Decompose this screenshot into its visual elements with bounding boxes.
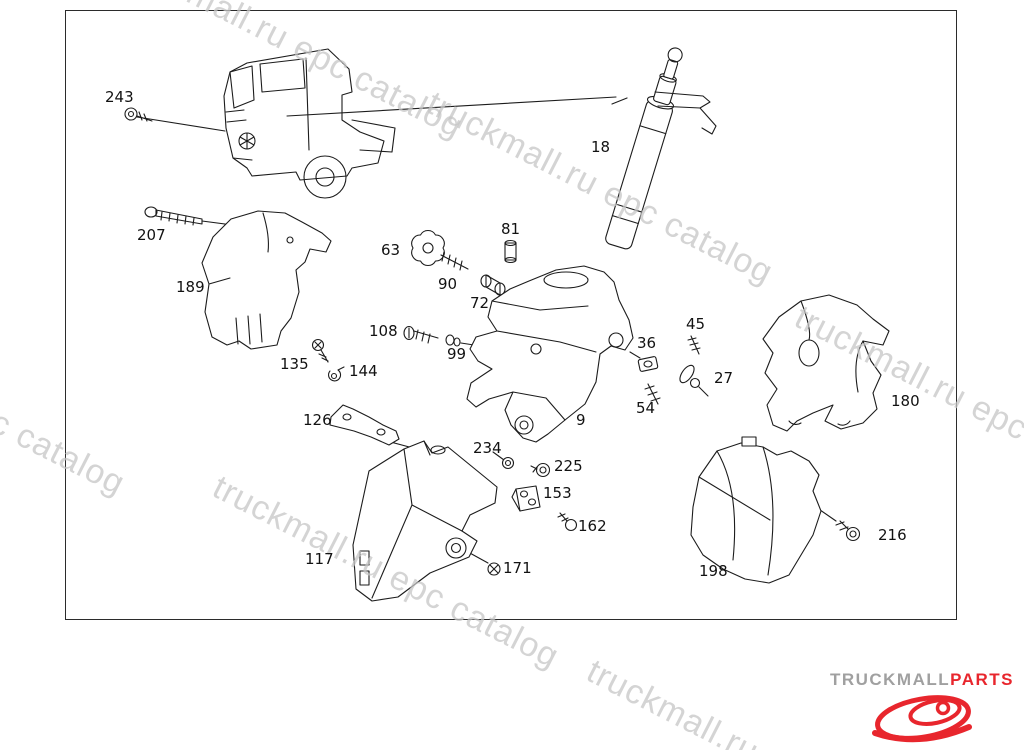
leader-cab-to-lock <box>286 96 617 117</box>
part-label-54[interactable]: 54 <box>636 399 656 417</box>
screw-108 <box>403 325 439 344</box>
part-label-63[interactable]: 63 <box>381 241 401 259</box>
bolt-207 <box>144 206 203 226</box>
wing-bolt-27 <box>679 364 709 397</box>
clip-144 <box>328 366 345 382</box>
stud-45 <box>687 335 701 355</box>
sleeve-81 <box>504 239 517 264</box>
bolt-216 <box>835 520 861 542</box>
part-label-234[interactable]: 234 <box>473 439 502 457</box>
diagram-frame <box>65 10 957 620</box>
leader-36 <box>629 351 641 359</box>
part-label-9[interactable]: 9 <box>576 411 586 429</box>
part-label-126[interactable]: 126 <box>303 411 332 429</box>
clamp-153 <box>511 485 541 512</box>
ring-234 <box>501 456 515 470</box>
part-label-162[interactable]: 162 <box>578 517 607 535</box>
bracket-117 <box>352 440 498 602</box>
part-label-45[interactable]: 45 <box>686 315 706 333</box>
logo-suffix: PARTS <box>950 670 1014 689</box>
brand-logo: TRUCKMALLPARTS <box>830 671 1014 748</box>
part-label-189[interactable]: 189 <box>176 278 205 296</box>
screw-171 <box>487 562 501 576</box>
part-label-153[interactable]: 153 <box>543 484 572 502</box>
part-label-144[interactable]: 144 <box>349 362 378 380</box>
truck-sketch <box>223 48 396 199</box>
part-label-216[interactable]: 216 <box>878 526 907 544</box>
part-label-36[interactable]: 36 <box>637 334 657 352</box>
bracket-189 <box>201 210 332 350</box>
steering-lock-18 <box>605 47 717 250</box>
part-label-108[interactable]: 108 <box>369 322 398 340</box>
screw-162 <box>557 512 578 532</box>
clamp-36 <box>637 356 659 372</box>
cover-198 <box>690 436 822 584</box>
part-label-72[interactable]: 72 <box>470 294 490 312</box>
stud-54 <box>644 383 661 405</box>
leader-243 <box>136 116 226 132</box>
leader-171 <box>467 551 489 564</box>
cover-180 <box>762 294 890 432</box>
logo-text: TRUCKMALLPARTS <box>830 671 1014 688</box>
part-label-81[interactable]: 81 <box>501 220 521 238</box>
bolt-243 <box>124 107 153 122</box>
screw-135 <box>311 338 329 363</box>
part-label-27[interactable]: 27 <box>714 369 734 387</box>
part-label-207[interactable]: 207 <box>137 226 166 244</box>
strip-126 <box>329 404 400 446</box>
part-label-99[interactable]: 99 <box>447 345 467 363</box>
housing-9 <box>466 265 634 443</box>
part-label-180[interactable]: 180 <box>891 392 920 410</box>
logo-swirl-icon <box>871 695 972 743</box>
part-label-225[interactable]: 225 <box>554 457 583 475</box>
bolt-225 <box>530 462 551 478</box>
sleeve-72 <box>480 274 506 296</box>
nut-99 <box>445 334 461 347</box>
part-label-243[interactable]: 243 <box>105 88 134 106</box>
leader-234 <box>492 451 505 461</box>
star-knob-63 <box>411 229 469 271</box>
part-label-90[interactable]: 90 <box>438 275 458 293</box>
part-label-135[interactable]: 135 <box>280 355 309 373</box>
part-label-117[interactable]: 117 <box>305 550 334 568</box>
logo-name: TRUCKMALL <box>829 670 951 689</box>
part-label-198[interactable]: 198 <box>699 562 728 580</box>
part-label-18[interactable]: 18 <box>591 138 611 156</box>
part-label-171[interactable]: 171 <box>503 559 532 577</box>
